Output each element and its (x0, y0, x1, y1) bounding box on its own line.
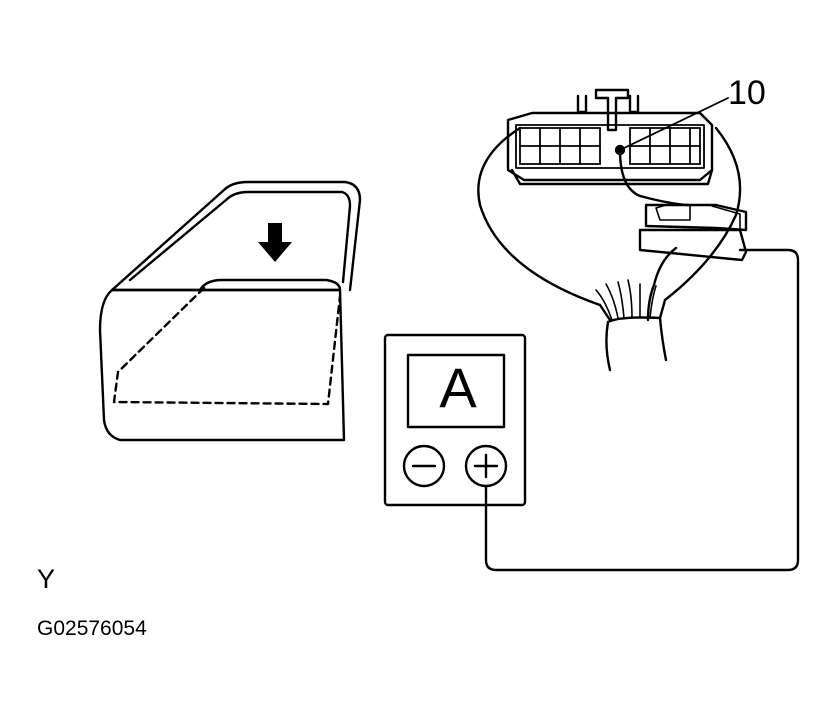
door-window-frame-outer (110, 180, 362, 292)
door-trim-top (198, 278, 342, 292)
ammeter-body (383, 333, 527, 507)
probe-wire-harness (646, 246, 678, 322)
harness-wires (595, 279, 657, 321)
connector-inner-frame (515, 124, 705, 169)
ammeter-display-letter: A (439, 356, 477, 419)
test-clip (638, 203, 748, 262)
down-arrow-icon (258, 223, 292, 262)
view-letter-label: Y (37, 564, 56, 594)
harness-sleeve (605, 316, 668, 372)
door-panel (98, 288, 346, 442)
pin-10-leader (619, 97, 729, 151)
connector-rib-left (576, 94, 588, 114)
figure-code-label: G02576054 (37, 617, 147, 640)
pin-number-label: 10 (728, 74, 766, 112)
connector-assembly (477, 88, 742, 372)
car-door (98, 180, 362, 442)
connector-left-cells (519, 127, 601, 165)
ammeter-minus-terminal (402, 444, 446, 488)
door-glass-dashed (112, 286, 342, 406)
connector-lock-tab (594, 88, 630, 132)
harness-balloon (477, 126, 742, 322)
probe-wire-pin (618, 148, 690, 207)
connector-bottom-lip (510, 168, 714, 186)
ammeter-lead-wire (484, 248, 800, 572)
connector-right-cells (629, 127, 701, 165)
ammeter-display (406, 353, 506, 429)
connector-rib-right (628, 94, 640, 114)
door-window-frame-inner (128, 190, 352, 284)
